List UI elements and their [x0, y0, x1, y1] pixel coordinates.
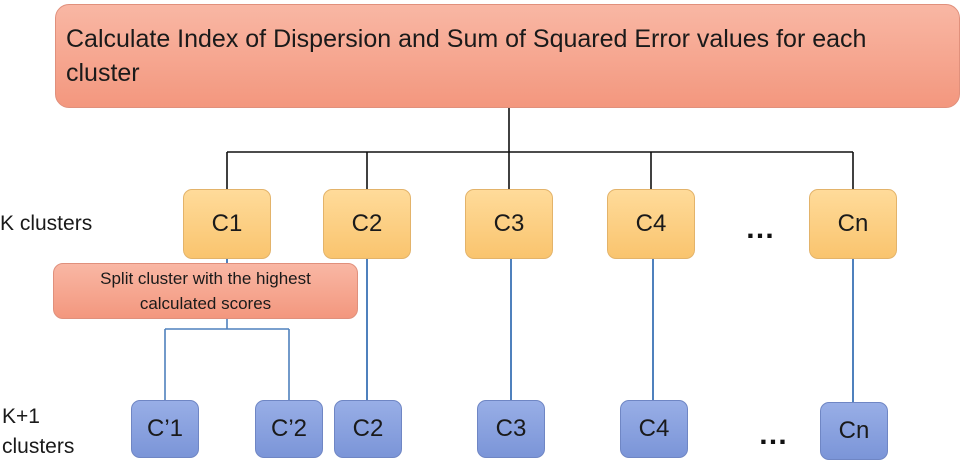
header-box: Calculate Index of Dispersion and Sum of…: [55, 4, 960, 108]
child-label: Cn: [838, 417, 870, 444]
k1-label-line1: K+1: [2, 405, 40, 428]
cluster-box-c2: C2: [323, 189, 411, 259]
child-box-c3: C3: [477, 400, 545, 458]
cluster-label: C3: [493, 210, 525, 237]
child-ellipsis: …: [758, 418, 790, 451]
child-box-cn: Cn: [820, 402, 888, 460]
child-box-c2: C2: [334, 400, 402, 458]
child-label: C’2: [270, 415, 307, 442]
header-text: Calculate Index of Dispersion and Sum of…: [66, 25, 867, 87]
split-box: Split cluster with the highest calculate…: [53, 263, 358, 319]
child-label: C3: [495, 415, 527, 442]
split-text: Split cluster with the highest calculate…: [100, 269, 311, 313]
child-label: C2: [352, 415, 384, 442]
cluster-box-c3: C3: [465, 189, 553, 259]
cluster-box-c4: C4: [607, 189, 695, 259]
cluster-ellipsis: …: [745, 212, 777, 245]
k-clusters-label: K clusters: [0, 212, 93, 235]
cluster-box-cn: Cn: [809, 189, 897, 259]
cluster-box-c1: C1: [183, 189, 271, 259]
cluster-label: C4: [635, 210, 667, 237]
cluster-label: C2: [351, 210, 383, 237]
cluster-label: C1: [211, 210, 243, 237]
child-label: C’1: [146, 415, 183, 442]
child-box-c1-prime: C’1: [131, 400, 199, 458]
child-box-c2-prime: C’2: [255, 400, 323, 458]
cluster-label: Cn: [837, 210, 869, 237]
child-box-c4: C4: [620, 400, 688, 458]
k1-label-line2: clusters: [2, 435, 75, 458]
child-label: C4: [638, 415, 670, 442]
